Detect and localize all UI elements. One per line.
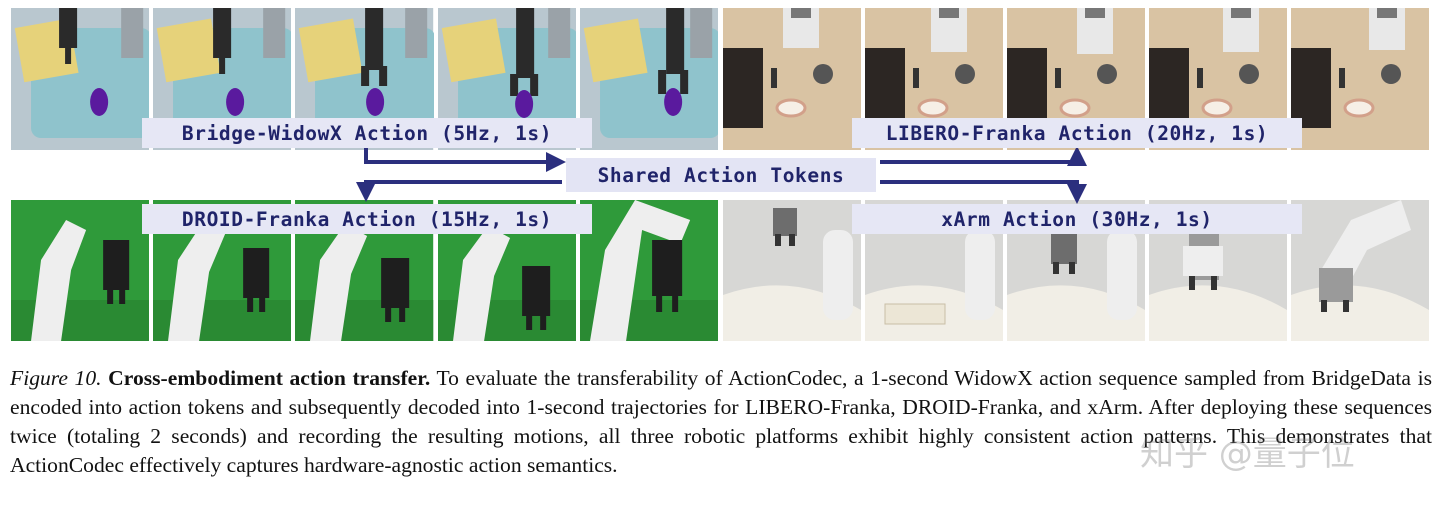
figure-10: Bridge-WidowX Action (5Hz, 1s) LIBERO-Fr…	[11, 8, 1429, 341]
arrow-tokens-to-xarm	[880, 180, 1087, 204]
bridge-frame	[579, 8, 719, 150]
arrow-tokens-to-libero	[880, 146, 1087, 166]
caption-title: Cross-embodiment action transfer.	[108, 366, 431, 390]
bridge-frame	[11, 8, 150, 150]
xarm-frame	[1291, 200, 1429, 341]
arrow-tokens-to-droid	[356, 180, 562, 202]
droid-frame	[579, 200, 719, 341]
xarm-frame	[723, 200, 861, 341]
libero-frame	[723, 8, 861, 150]
caption-body: To evaluate the transferability of Actio…	[10, 366, 1432, 477]
bridge-widowx-label: Bridge-WidowX Action (5Hz, 1s)	[142, 118, 592, 148]
droid-franka-frames	[11, 200, 719, 341]
shared-action-tokens-label: Shared Action Tokens	[566, 158, 876, 192]
arrow-bridge-to-tokens	[364, 148, 566, 172]
xarm-label: xArm Action (30Hz, 1s)	[852, 204, 1302, 234]
droid-frame	[11, 200, 150, 341]
watermark: 知乎 @量子位	[1140, 434, 1355, 474]
figure-caption: Figure 10. Cross-embodiment action trans…	[10, 364, 1432, 480]
libero-franka-label: LIBERO-Franka Action (20Hz, 1s)	[852, 118, 1302, 148]
droid-franka-label: DROID-Franka Action (15Hz, 1s)	[142, 204, 592, 234]
caption-figure-label: Figure 10.	[10, 366, 102, 390]
libero-frame	[1291, 8, 1429, 150]
